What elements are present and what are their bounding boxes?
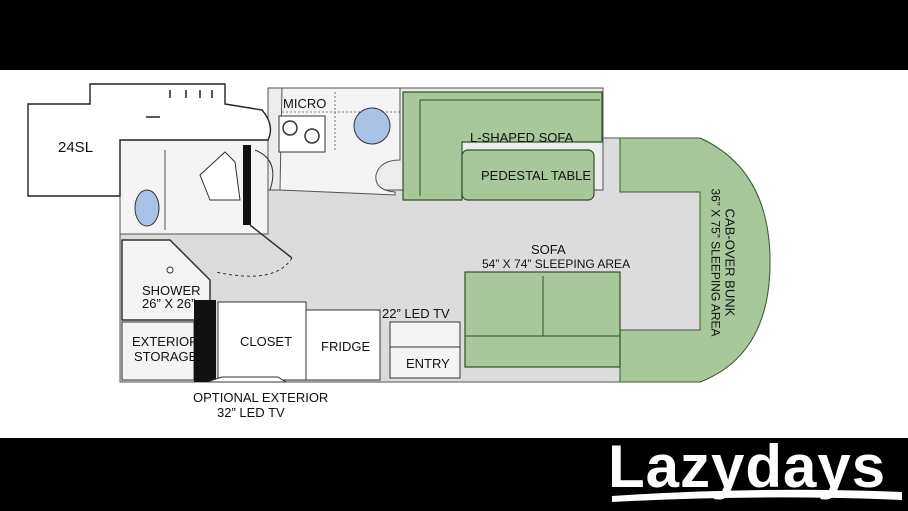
exterior-storage-label-line2: STORAGE <box>134 349 198 364</box>
exterior-tv-mount <box>206 376 288 383</box>
pedestal-table <box>461 149 595 201</box>
brand-swoosh <box>612 489 902 502</box>
toilet <box>199 151 241 201</box>
sink-basin <box>353 107 391 145</box>
fridge <box>305 309 381 381</box>
model-outline <box>27 83 272 197</box>
optional-tv-label-line1: OPTIONAL EXTERIOR <box>193 390 329 405</box>
optional-tv-label-line2: 32” LED TV <box>217 405 285 420</box>
micro-label: MICRO <box>283 96 327 111</box>
door-swing <box>215 257 293 277</box>
closet <box>217 301 307 381</box>
entry-step <box>389 321 461 379</box>
shower-label-line1: SHOWER <box>142 283 201 298</box>
exterior-storage-label-line1: EXTERIOR <box>132 334 199 349</box>
fridge-label: FRIDGE <box>321 339 371 354</box>
l-shaped-sofa <box>402 91 603 201</box>
cab-over-label-line1: CAB-OVER BUNK <box>722 208 738 317</box>
exterior-storage <box>121 321 195 381</box>
logo-text: Lazydays <box>608 433 887 500</box>
door-swing <box>254 149 274 191</box>
cab-over-label-line2: 36” X 75” SLEEPING AREA <box>708 188 723 337</box>
model-label: 24SL <box>58 139 94 156</box>
sofa-label: SOFA <box>531 242 566 257</box>
shower-label-line2: 26” X 26” <box>142 296 196 311</box>
lazydays-logo: Lazydays <box>608 433 904 506</box>
cab-over-bunk-area <box>619 137 771 383</box>
sofa-sleeping-label: 54” X 74” SLEEPING AREA <box>482 257 631 271</box>
led-tv-label: 22” LED TV <box>382 306 450 321</box>
l-shaped-sofa-label: L-SHAPED SOFA <box>470 130 574 145</box>
entry-label: ENTRY <box>406 356 450 371</box>
wall-segment <box>194 300 216 382</box>
pedestal-table-label: PEDESTAL TABLE <box>481 168 592 183</box>
wall-segment <box>243 145 251 225</box>
bath-sink <box>134 189 160 227</box>
closet-label: CLOSET <box>240 334 293 349</box>
